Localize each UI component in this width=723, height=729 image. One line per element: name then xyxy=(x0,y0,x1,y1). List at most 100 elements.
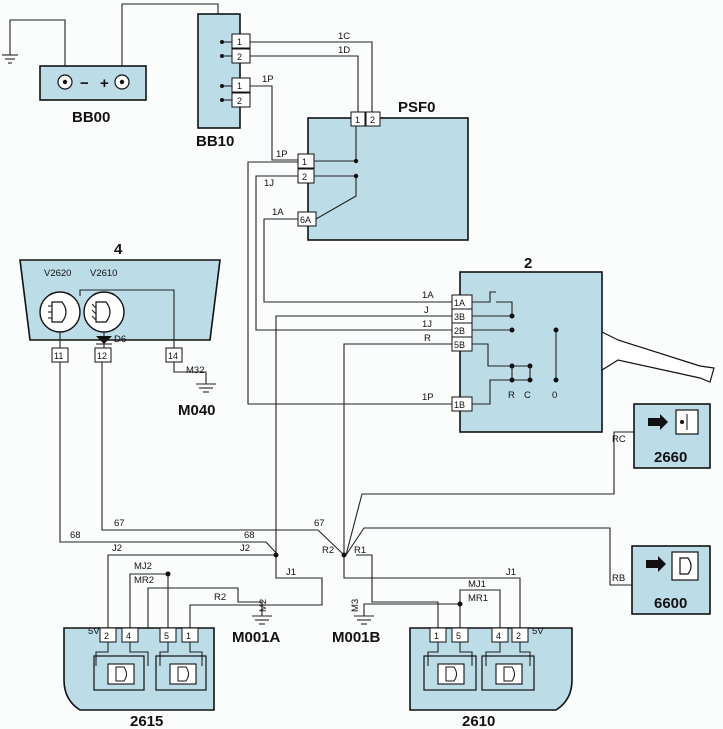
pin-bb10-2a: 2 xyxy=(237,52,242,62)
wire-label-68a: 68 xyxy=(70,530,81,541)
wire-m32 xyxy=(173,362,207,384)
diode-d6 xyxy=(96,336,112,344)
battery-minus: − xyxy=(80,75,89,92)
bulb-v2610 xyxy=(83,291,125,333)
wire-label-5v-right: 5V xyxy=(532,626,544,637)
pin-r-4: 4 xyxy=(496,631,501,641)
light-switch-2: 1A 3B 2B 5B 1B R C 0 2 xyxy=(451,255,715,433)
wire-1c xyxy=(250,41,373,112)
headlamp-4: 4 V2620 V2610 D6 11 12 14 xyxy=(19,241,221,363)
label-v2620: V2620 xyxy=(44,268,71,279)
label-bb00: BB00 xyxy=(72,109,110,126)
arrow-icon xyxy=(648,414,668,430)
wire-battery-plus xyxy=(121,3,219,78)
wire-label-68b: 68 xyxy=(244,530,255,541)
switch-label-o: 0 xyxy=(552,390,557,401)
label-2610: 2610 xyxy=(462,713,495,729)
wire-label-1d: 1D xyxy=(338,45,350,56)
wire-label-mj1: MJ1 xyxy=(468,579,486,590)
wire-label-rc: RC xyxy=(612,434,626,445)
wire-mr2 xyxy=(147,587,263,628)
wire-label-j1b: J1 xyxy=(506,567,516,578)
wire-1d xyxy=(250,55,359,112)
pin-sw-5b: 5B xyxy=(454,340,465,350)
wire-68 xyxy=(59,362,279,556)
wire-j1-right xyxy=(343,555,521,628)
wire-label-1a: 1A xyxy=(272,207,284,218)
pin-r-5: 5 xyxy=(456,631,461,641)
bulb-v2620 xyxy=(39,291,81,333)
switch-label-r: R xyxy=(508,390,515,401)
label-2615: 2615 xyxy=(130,713,163,729)
pin-psf-top1: 1 xyxy=(355,115,360,125)
wire-mj1 xyxy=(459,589,501,628)
label-4: 4 xyxy=(114,241,123,258)
pin-r-1: 1 xyxy=(434,631,439,641)
fuse-box-psf0: 1 2 1 2 6A PSF0 xyxy=(297,99,469,241)
highbeam-icon xyxy=(169,663,197,685)
pin-sw-3b: 3B xyxy=(454,312,465,322)
pin-l-2: 2 xyxy=(104,631,109,641)
wire-label-j2b: J2 xyxy=(240,543,250,554)
wire-label-1c: 1C xyxy=(338,31,350,42)
pin-c4-11: 11 xyxy=(54,351,63,361)
wire-label-j1a: J1 xyxy=(286,567,296,578)
wire-1p-bb10 xyxy=(250,85,298,161)
wire-label-j2a: J2 xyxy=(112,543,122,554)
wire-label-rb: RB xyxy=(612,573,625,584)
headlamp-2610: 1 5 4 2 2610 xyxy=(409,627,573,729)
label-bb10: BB10 xyxy=(196,133,234,150)
wire-label-r2: R2 xyxy=(322,545,334,556)
lowbeam-icon xyxy=(107,663,135,685)
wire-label-r1: R1 xyxy=(354,545,366,556)
wire-mj2 xyxy=(129,573,168,628)
wire-67 xyxy=(101,362,345,556)
ground-m001a: M001A xyxy=(232,629,281,646)
label-2660: 2660 xyxy=(654,449,687,466)
wire-label-s1p: 1P xyxy=(422,392,434,403)
label-2: 2 xyxy=(524,255,532,272)
wire-label-mj2: MJ2 xyxy=(134,561,152,572)
wire-rc xyxy=(345,431,634,556)
wire-label-sj: J xyxy=(424,305,429,316)
headlamp-2615: 2 4 5 1 2615 xyxy=(63,627,215,729)
wire-label-r2b: R2 xyxy=(214,592,226,603)
label-psf0: PSF0 xyxy=(398,99,436,116)
pin-psf-1: 1 xyxy=(302,157,307,167)
headlamp-icon xyxy=(679,557,692,575)
wire-j xyxy=(275,315,452,562)
lowbeam-icon xyxy=(495,663,523,685)
pin-l-1: 1 xyxy=(186,631,191,641)
wire-j1-left xyxy=(275,562,323,598)
pin-c4-14: 14 xyxy=(168,351,178,361)
ground-m040: M040 xyxy=(178,402,216,419)
battery-plus: + xyxy=(100,75,109,92)
wire-label-mr2: MR2 xyxy=(134,575,154,586)
wire-1j xyxy=(255,175,452,331)
wires xyxy=(2,3,634,628)
pin-sw-2b: 2B xyxy=(454,326,465,336)
pin-c4-12: 12 xyxy=(97,351,107,361)
wire-label-1p-b: 1P xyxy=(276,149,288,160)
wire-label-s1a: 1A xyxy=(422,290,434,301)
label-d6: D6 xyxy=(114,334,126,345)
pin-sw-1b: 1B xyxy=(454,400,465,410)
switch-stalk xyxy=(601,331,715,383)
pin-psf-6a: 6A xyxy=(300,215,311,225)
pin-l-4: 4 xyxy=(126,631,131,641)
pin-psf-2: 2 xyxy=(302,172,307,182)
wire-label-s1j: 1J xyxy=(422,319,432,330)
wire-label-1j: 1J xyxy=(264,178,274,189)
switch-label-c: C xyxy=(524,390,531,401)
pin-sw-1a: 1A xyxy=(454,298,465,308)
highbeam-icon xyxy=(437,663,465,685)
fuse-box-bb10: 1 2 1 2 BB10 xyxy=(196,13,251,150)
wire-j2-left xyxy=(107,554,276,628)
wire-rb xyxy=(345,527,632,586)
wire-labels: 1C 1D 1P 1P 1J 1A 1A J 1J R 1P M32 M040 … xyxy=(70,31,626,646)
wire-battery-ground xyxy=(9,19,66,78)
wire-r xyxy=(343,343,452,555)
label-v2610: V2610 xyxy=(90,268,117,279)
wire-r2-left xyxy=(189,598,323,628)
